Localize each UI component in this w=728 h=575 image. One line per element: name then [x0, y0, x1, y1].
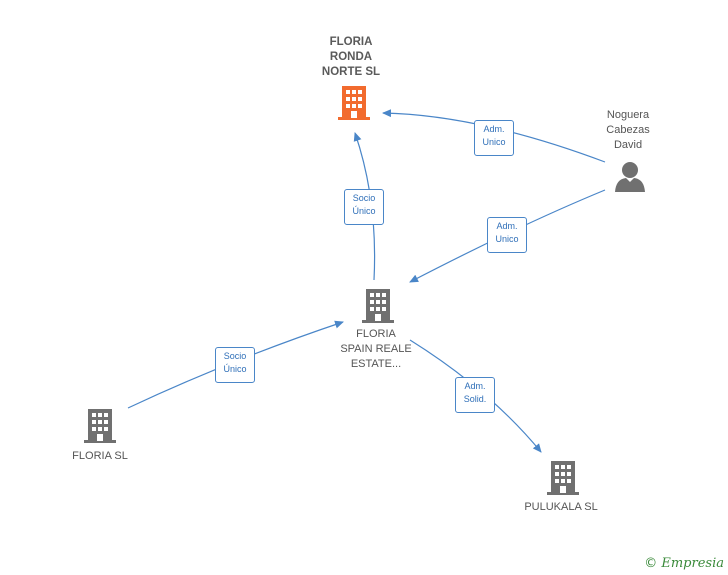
- edge-label-spain-pulukala: Adm. Solid.: [455, 377, 495, 413]
- node-label-noguera[interactable]: Noguera Cabezas David: [606, 109, 650, 151]
- node-label-floria-spain[interactable]: FLORIA SPAIN REALE ESTATE...: [340, 328, 412, 370]
- building-icon[interactable]: [362, 289, 394, 323]
- brand-name: Empresia: [661, 556, 724, 571]
- building-icon[interactable]: [84, 409, 116, 443]
- node-label-pulukala[interactable]: PULUKALA SL: [524, 501, 598, 513]
- edge-label-spain-ronda: Socio Único: [344, 189, 384, 225]
- edge-label-noguera-spain: Adm. Unico: [487, 217, 527, 253]
- empresia-logo: © Empresia: [644, 556, 724, 571]
- building-icon[interactable]: [547, 461, 579, 495]
- node-label-floria-sl[interactable]: FLORIA SL: [72, 450, 128, 462]
- node-label-floria-ronda[interactable]: FLORIA RONDA NORTE SL: [321, 36, 381, 78]
- copyright-symbol: ©: [644, 556, 658, 571]
- person-icon[interactable]: [614, 161, 646, 193]
- building-icon[interactable]: [338, 86, 370, 120]
- edge-label-noguera-ronda: Adm. Unico: [474, 120, 514, 156]
- edge-label-floriasl-spain: Socio Único: [215, 347, 255, 383]
